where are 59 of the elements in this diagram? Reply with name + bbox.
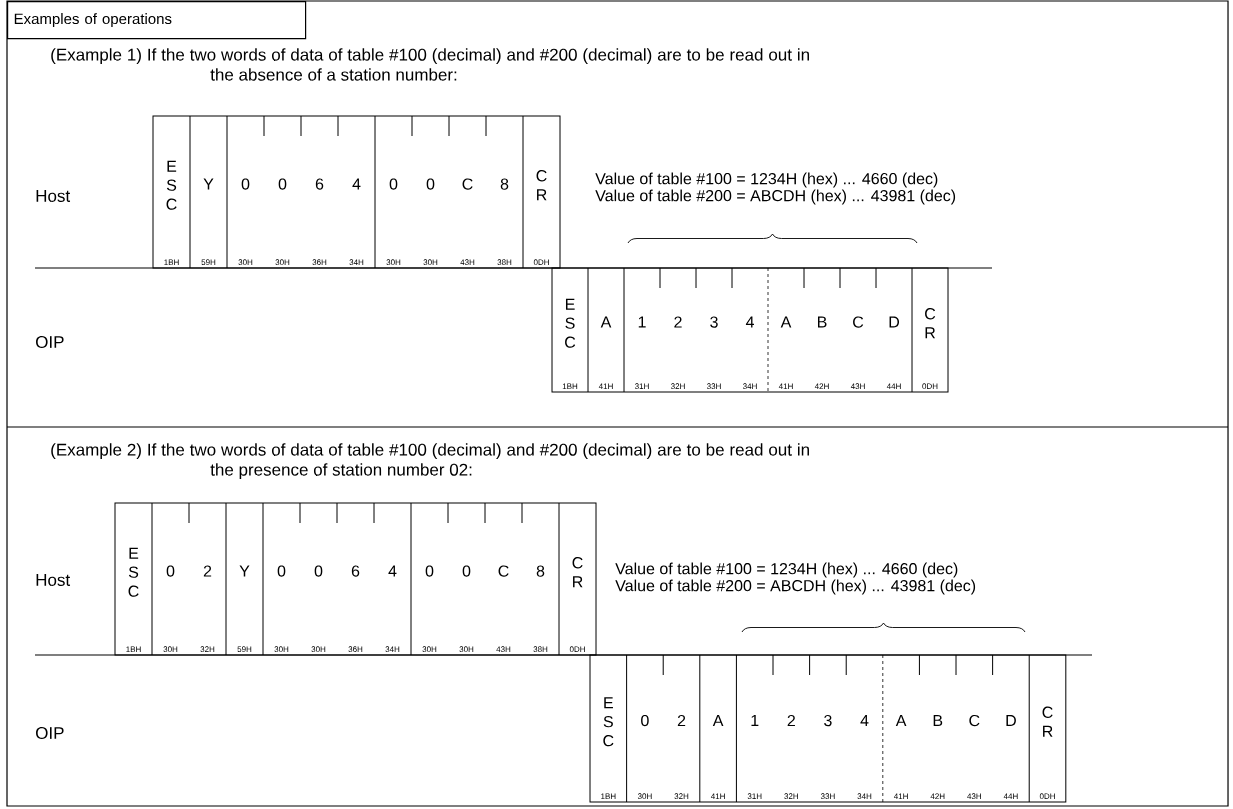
character-cell: C R 0DH — [569, 557, 585, 652]
character-cell: 4 34H — [349, 178, 364, 265]
character-cell: 6 36H — [348, 565, 363, 652]
character-cell: 0 30H — [637, 714, 652, 799]
character-cell: 1 31H — [634, 316, 649, 389]
character-cell: 2 32H — [674, 714, 689, 799]
character-cell: 0 30H — [238, 178, 253, 265]
character-cell: 0 30H — [275, 178, 290, 265]
character-cell: C 43H — [460, 178, 475, 265]
value-note: Value of table #200 = ABCDH (hex) ... 43981 (dec) — [615, 579, 976, 595]
character-cell: 0 30H — [163, 565, 178, 652]
character-cell: A 41H — [893, 715, 908, 799]
character-cell: E S C 1BH — [126, 547, 141, 652]
character-cell: 4 34H — [742, 316, 757, 389]
character-cell: C R 0DH — [1039, 706, 1055, 799]
character-cell: E S C 1BH — [164, 160, 179, 265]
device-label: OIP — [36, 336, 64, 349]
character-cell: 3 33H — [706, 316, 721, 389]
character-cell: 4 34H — [385, 565, 400, 652]
character-cell: A 41H — [598, 316, 613, 389]
character-cell: Y 59H — [237, 565, 252, 652]
character-cell: C 43H — [967, 714, 981, 799]
character-cell: Y 59H — [201, 178, 216, 265]
device-label: Host — [36, 574, 71, 586]
character-cell: 3 33H — [820, 714, 835, 799]
character-cell: E S C 1BH — [562, 298, 578, 389]
character-cell: 2 32H — [200, 565, 215, 652]
character-cell: D 44H — [1003, 715, 1018, 799]
character-cell: 2 32H — [670, 316, 685, 389]
character-cell: C 43H — [850, 316, 865, 389]
character-cell: 6 36H — [312, 178, 327, 265]
character-cell: 0 30H — [311, 565, 326, 652]
character-cell: C R 0DH — [533, 170, 549, 265]
character-cell: C R 0DH — [922, 308, 938, 389]
character-cell: 2 32H — [784, 714, 798, 799]
value-note: Value of table #100 = 1234H (hex) ... 4660 (dec) — [595, 172, 938, 188]
example-description: (Example 2) If the two words of data of table #100 (decimal) and #200 (decimal) are to be read out in the presence of station number 02: — [51, 443, 809, 480]
character-cell: 0 30H — [423, 178, 438, 265]
character-cell: 8 38H — [497, 178, 512, 265]
character-cell: A 41H — [710, 715, 725, 799]
character-cell: D 44H — [886, 316, 901, 389]
character-cell: B 42H — [814, 316, 829, 389]
device-label: Host — [36, 190, 71, 202]
device-label: OIP — [36, 727, 64, 740]
example-description: (Example 1) If the two words of data of table #100 (decimal) and #200 (decimal) are to be read out in the absence of a station number: — [51, 48, 809, 81]
character-cell: 1 31H — [747, 714, 762, 799]
character-cell: 0 30H — [459, 565, 474, 652]
value-note: Value of table #200 = ABCDH (hex) ... 43981 (dec) — [595, 189, 956, 205]
character-cell: 0 30H — [386, 178, 401, 265]
character-cell: B 42H — [930, 715, 945, 799]
character-cell: 8 38H — [533, 565, 548, 652]
character-cell: E S C 1BH — [601, 697, 616, 799]
character-cell: C 43H — [496, 565, 511, 652]
value-note: Value of table #100 = 1234H (hex) ... 4660 (dec) — [615, 562, 958, 578]
character-cell: 0 30H — [422, 565, 437, 652]
character-cell: A 41H — [778, 316, 793, 389]
character-cell: 0 30H — [274, 565, 289, 652]
character-cell: 4 34H — [857, 714, 872, 799]
title-box: Examples of operations — [7, 1, 307, 40]
